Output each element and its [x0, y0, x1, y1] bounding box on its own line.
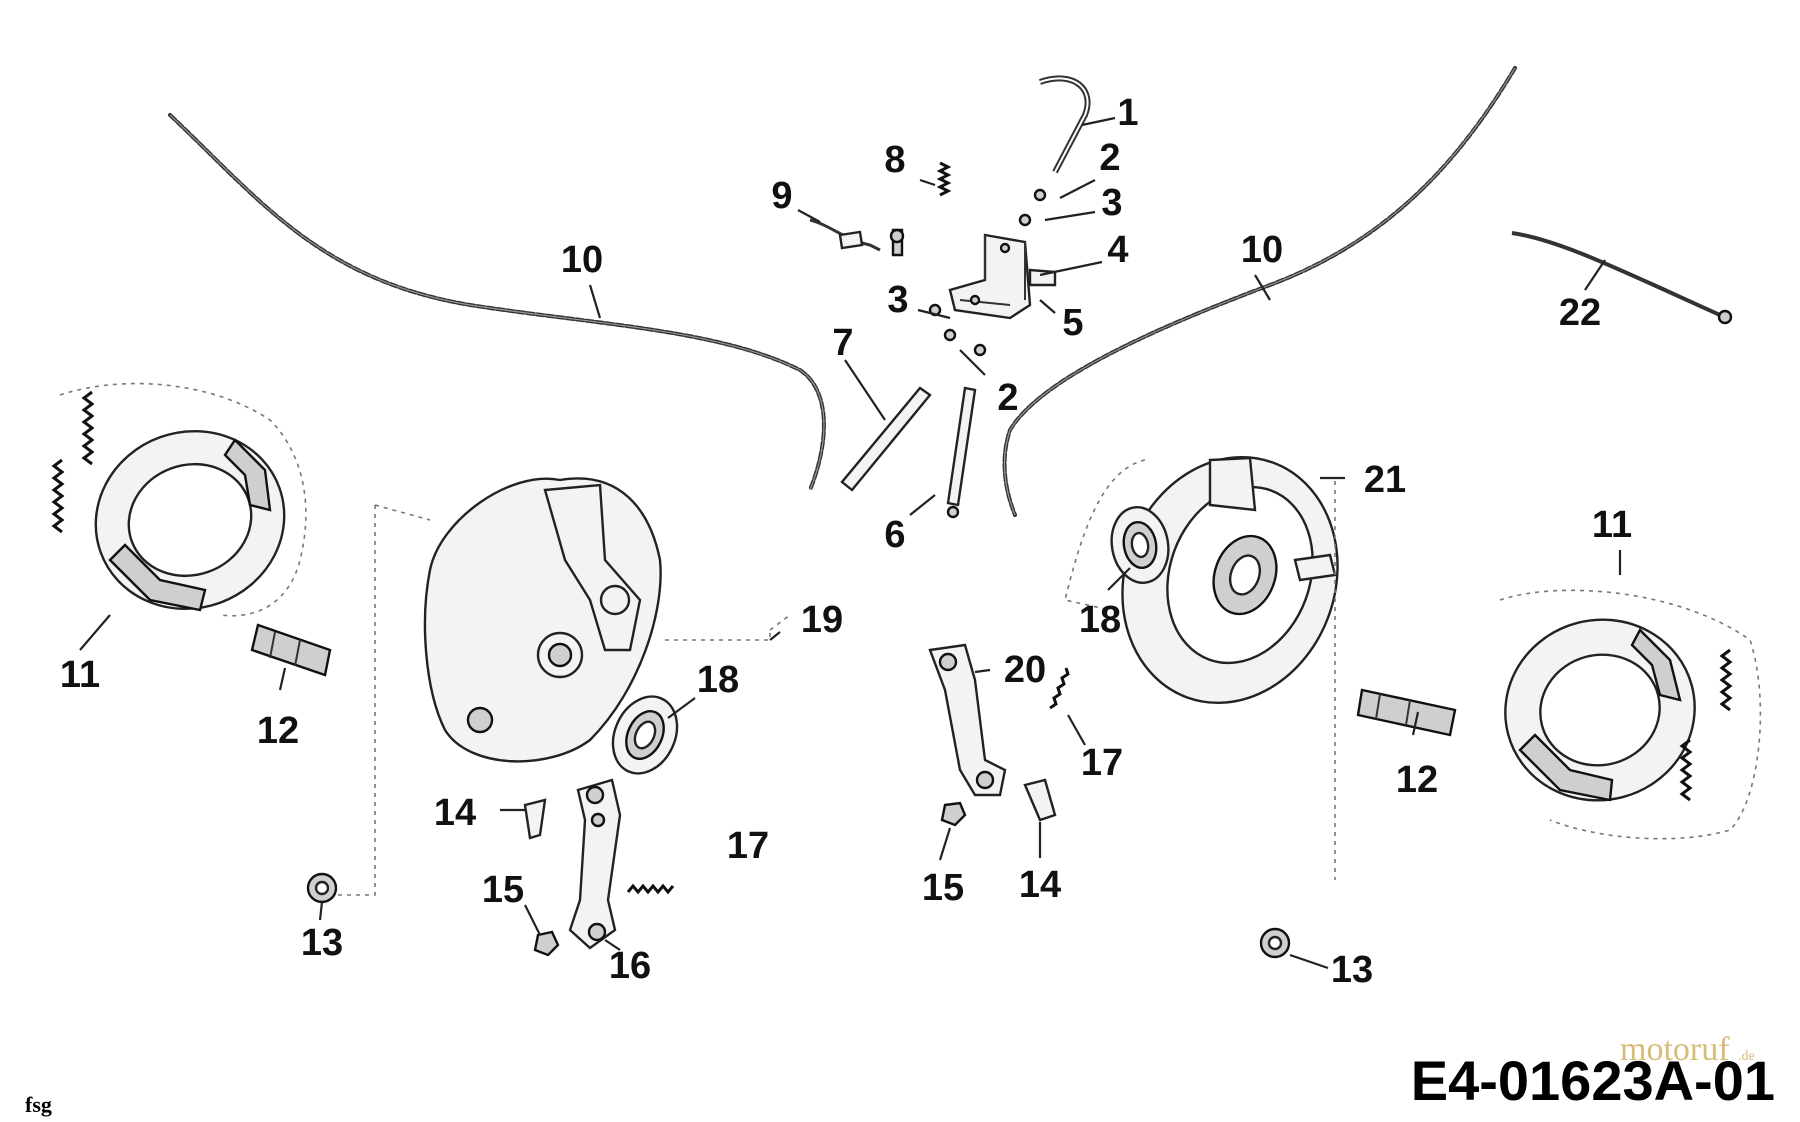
rod-6 [946, 386, 977, 519]
cam-12-left [250, 623, 332, 677]
callout-20: 20 [1004, 649, 1046, 691]
callout-18-left: 18 [697, 659, 739, 701]
lever-20 [928, 643, 1007, 797]
callout-2-mid: 2 [997, 377, 1018, 419]
callout-5: 5 [1062, 302, 1083, 344]
callout-15-left: 15 [482, 869, 524, 911]
seal-18-right [1110, 506, 1170, 584]
hook-rod-1 [1039, 75, 1091, 174]
callout-14-right: 14 [1019, 864, 1061, 906]
callout-1: 1 [1117, 92, 1138, 134]
brake-plate-right [1064, 455, 1339, 880]
bracket-4-5 [948, 233, 1057, 320]
callout-17-right: 17 [1081, 742, 1123, 784]
callout-16: 16 [609, 945, 651, 987]
callout-12-right: 12 [1396, 759, 1438, 801]
brake-cable-left [168, 113, 826, 492]
callout-17-left: 17 [727, 825, 769, 867]
callout-13-left: 13 [301, 922, 343, 964]
callout-3-mid: 3 [887, 279, 908, 321]
bolt-17-right [1049, 667, 1070, 710]
callout-10-right: 10 [1241, 229, 1283, 271]
bolt-17-left [626, 883, 675, 895]
callout-21: 21 [1364, 459, 1406, 501]
callout-3-top: 3 [1101, 182, 1122, 224]
callout-11-left: 11 [60, 654, 100, 696]
callout-8: 8 [884, 139, 905, 181]
nut-13-right [1259, 927, 1291, 959]
credit-mark: fsg [25, 1092, 52, 1117]
seal-18-left [611, 695, 679, 775]
leader-lines [79, 116, 1622, 970]
rod-7 [840, 386, 932, 492]
callout-19: 19 [801, 599, 843, 641]
callout-11-right: 11 [1592, 504, 1632, 546]
callout-6: 6 [884, 514, 905, 556]
dashed-guide-left [335, 504, 431, 896]
callout-22: 22 [1559, 292, 1601, 334]
clip-14-left [523, 798, 547, 840]
callout-labels: 1 2 3 4 3 5 2 8 9 10 10 22 7 6 21 11 11 … [60, 92, 1632, 991]
clip-14-right [1023, 778, 1057, 822]
watermark-text: motoruf [1620, 1031, 1730, 1068]
callout-18-right: 18 [1079, 599, 1121, 641]
cam-12-right [1356, 688, 1457, 737]
brake-shoe-right [1499, 589, 1762, 840]
spring-8 [889, 161, 952, 257]
nut-15-right [940, 801, 967, 827]
callout-10-left: 10 [561, 239, 603, 281]
callout-14-left: 14 [434, 792, 476, 834]
rod-22 [1511, 231, 1733, 325]
callout-9: 9 [771, 175, 792, 217]
drawing-code: E4-01623A-01 [1411, 1049, 1775, 1112]
watermark-suffix: .de [1738, 1049, 1755, 1064]
brake-plate-left [423, 477, 791, 763]
brake-cable-right [1002, 66, 1517, 517]
watermark-logo: motoruf .de [1620, 1031, 1755, 1068]
nut-13-left [306, 872, 338, 904]
callout-13-right: 13 [1331, 949, 1373, 991]
callout-4: 4 [1107, 229, 1128, 271]
small-pins-2-3 [928, 188, 1047, 357]
callout-7: 7 [832, 322, 853, 364]
callout-15-right: 15 [922, 867, 964, 909]
lever-16 [568, 778, 622, 950]
brake-shoe-left [51, 382, 307, 617]
clip-9 [809, 218, 881, 252]
callout-2-top: 2 [1099, 137, 1120, 179]
callout-12-left: 12 [257, 710, 299, 752]
nut-15-left [533, 930, 560, 957]
